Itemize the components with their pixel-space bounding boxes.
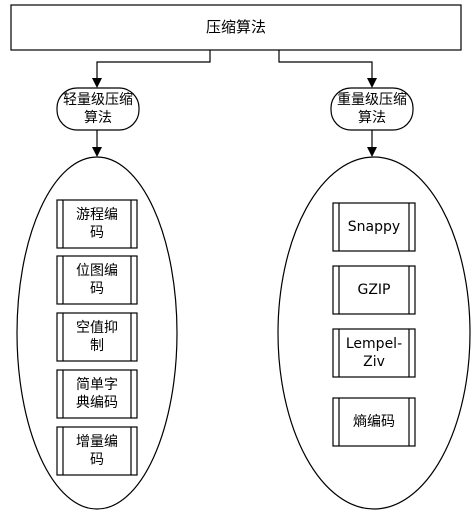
item-box-light-4 bbox=[56, 426, 138, 476]
item-box-light-1 bbox=[56, 255, 138, 305]
item-box-light-2 bbox=[56, 312, 138, 362]
item-box-heavy-0 bbox=[332, 202, 416, 252]
category-box-light bbox=[56, 87, 140, 131]
connector-root-light bbox=[92, 50, 211, 88]
root-box bbox=[10, 4, 462, 51]
connector-root-heavy bbox=[278, 50, 377, 88]
item-box-heavy-3 bbox=[332, 397, 416, 447]
item-box-light-3 bbox=[56, 369, 138, 419]
item-box-heavy-2 bbox=[332, 328, 416, 378]
item-box-light-0 bbox=[56, 199, 138, 249]
item-box-heavy-1 bbox=[332, 265, 416, 315]
category-box-heavy bbox=[330, 87, 414, 131]
